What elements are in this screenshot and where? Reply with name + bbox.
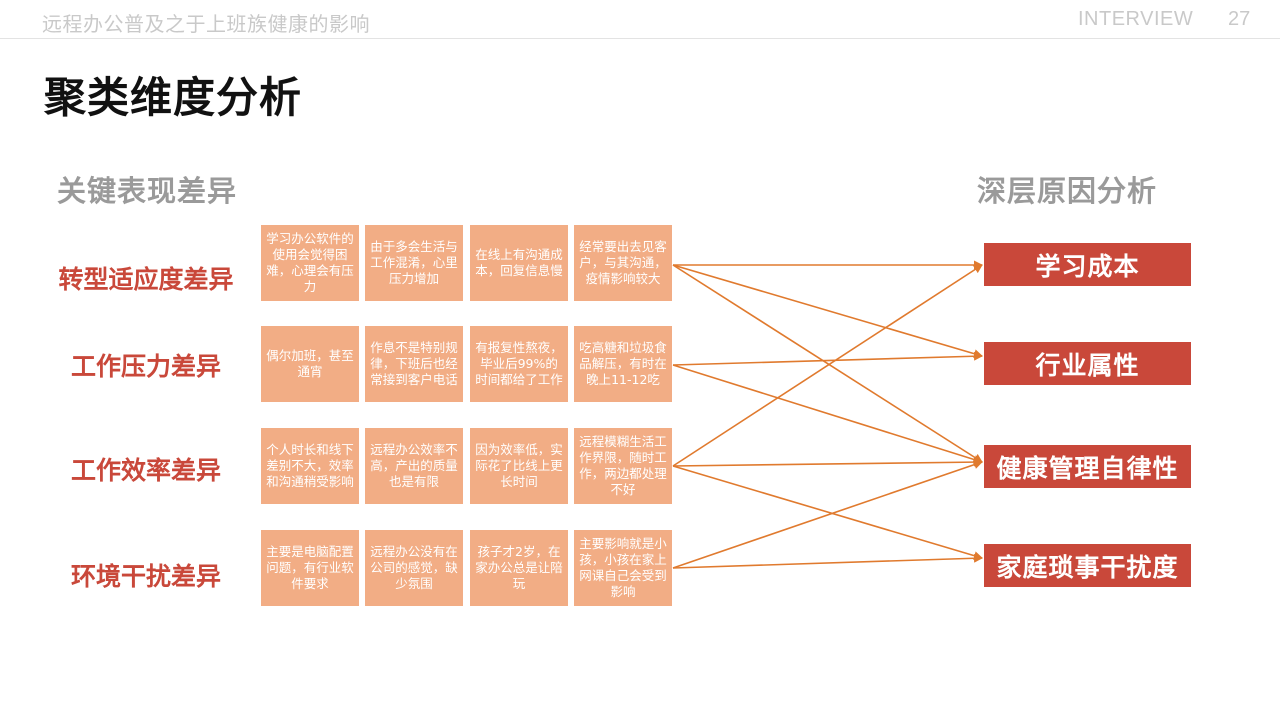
document-title: 远程办公普及之于上班族健康的影响: [42, 12, 370, 36]
page-title: 聚类维度分析: [44, 73, 303, 122]
link-arrow-2: [672, 264, 983, 463]
link-arrow-4: [672, 364, 983, 464]
page-number: 27: [1228, 8, 1251, 30]
evidence-card: 学习办公软件的使用会觉得困难，心理会有压力: [261, 225, 359, 301]
evidence-card: 远程办公没有在公司的感觉，缺少氛围: [365, 530, 463, 606]
evidence-card: 远程办公效率不高，产出的质量也是有限: [365, 428, 463, 504]
section-label: INTERVIEW: [1078, 8, 1194, 30]
evidence-card: 因为效率低，实际花了比线上更长时间: [470, 428, 568, 504]
link-arrow-3: [672, 351, 983, 366]
evidence-card: 个人时长和线下差别不大，效率和沟通稍受影响: [261, 428, 359, 504]
cause-industry-nature: 行业属性: [984, 342, 1191, 385]
dimension-label-environment: 环境干扰差异: [70, 562, 221, 591]
dimension-label-adaptation: 转型适应度差异: [58, 265, 234, 294]
link-arrow-9: [672, 553, 983, 569]
cause-family-interference: 家庭琐事干扰度: [984, 544, 1191, 587]
evidence-card: 有报复性熬夜，毕业后99%的时间都给了工作: [470, 326, 568, 402]
dimension-label-efficiency: 工作效率差异: [70, 456, 221, 485]
cause-health-self-discipline: 健康管理自律性: [984, 445, 1191, 488]
evidence-card: 吃高糖和垃圾食品解压，有时在晚上11-12吃: [574, 326, 672, 402]
evidence-card: 作息不是特别规律，下班后也经常接到客户电话: [365, 326, 463, 402]
evidence-card: 远程模糊生活工作界限，随时工作，两边都处理不好: [574, 428, 672, 504]
evidence-card: 偶尔加班，甚至通宵: [261, 326, 359, 402]
header-divider: [0, 38, 1280, 39]
link-arrow-5: [672, 264, 983, 467]
root-causes-heading: 深层原因分析: [977, 174, 1158, 208]
link-arrow-7: [672, 465, 983, 561]
evidence-card: 由于多会生活与工作混淆，心里压力增加: [365, 225, 463, 301]
cause-learning-cost: 学习成本: [984, 243, 1191, 286]
evidence-card: 经常要出去见客户，与其沟通，疫情影响较大: [574, 225, 672, 301]
key-differences-heading: 关键表现差异: [57, 174, 238, 208]
dimension-label-pressure: 工作压力差异: [70, 352, 221, 381]
link-arrow-6: [672, 457, 983, 467]
link-arrow-8: [672, 460, 983, 569]
link-arrow-1: [672, 264, 983, 359]
evidence-card: 孩子才2岁，在家办公总是让陪玩: [470, 530, 568, 606]
evidence-card: 在线上有沟通成本，回复信息慢: [470, 225, 568, 301]
evidence-card: 主要是电脑配置问题，有行业软件要求: [261, 530, 359, 606]
evidence-card: 主要影响就是小孩，小孩在家上网课自己会受到影响: [574, 530, 672, 606]
